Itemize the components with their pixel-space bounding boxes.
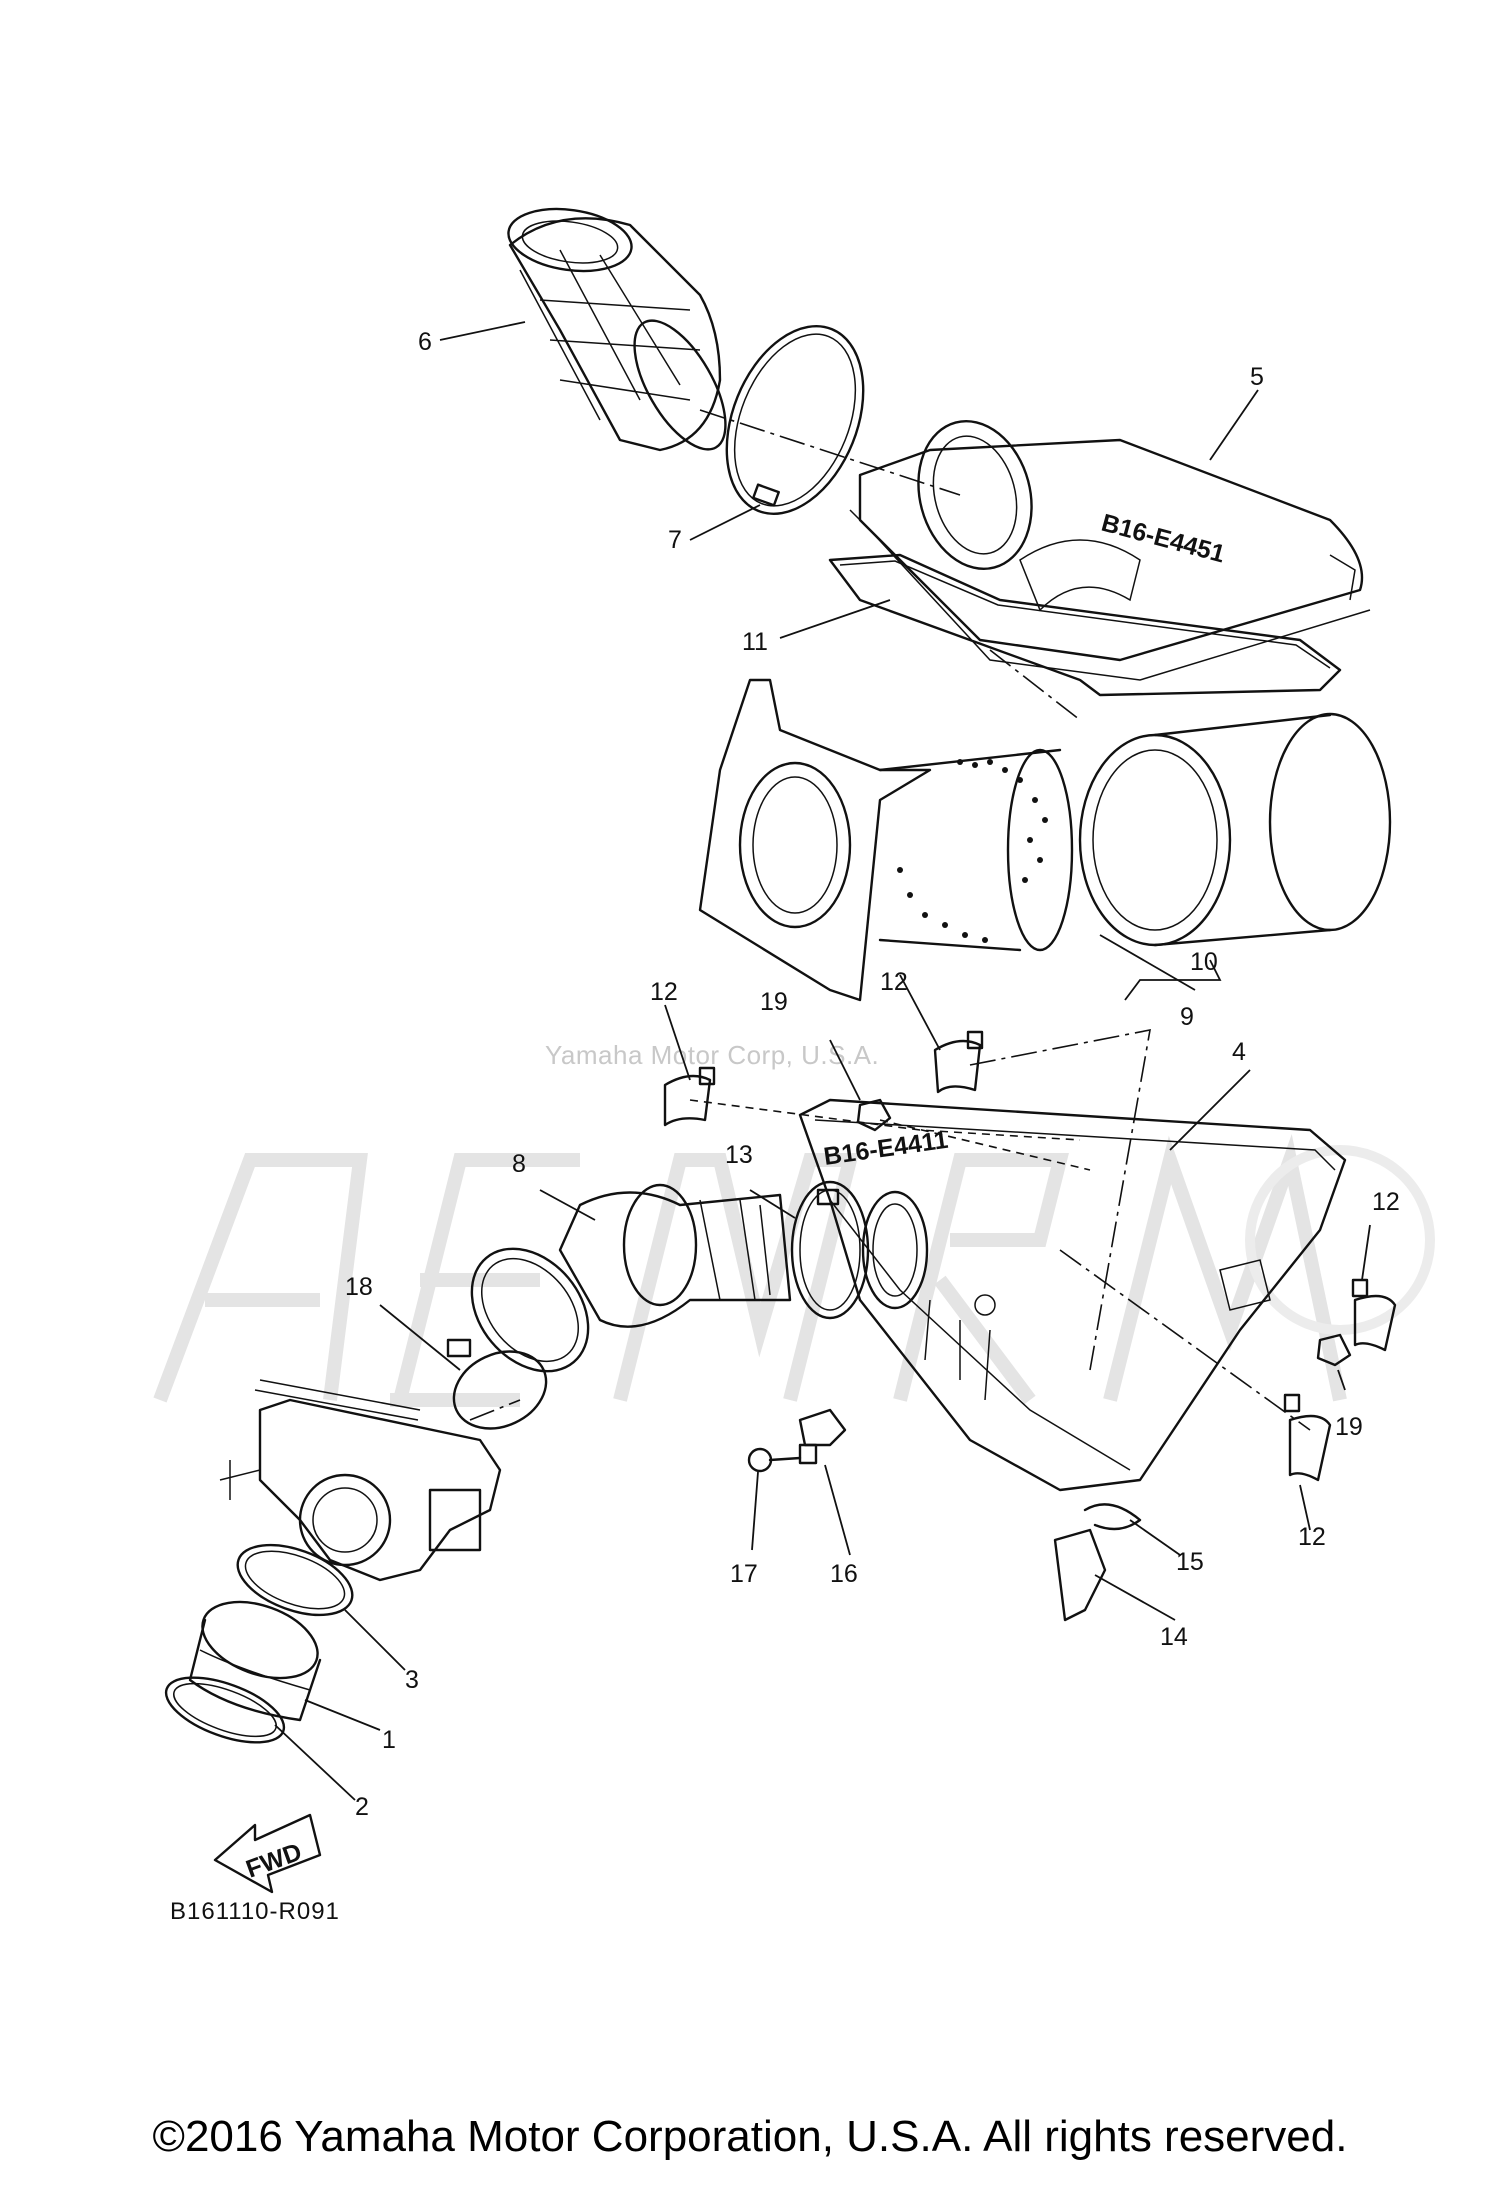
watermark-text: Yamaha Motor Corp, U.S.A. bbox=[545, 1040, 880, 1070]
callout-17: 17 bbox=[730, 1560, 758, 1588]
part-6-intake-duct bbox=[507, 207, 727, 452]
callout-7: 7 bbox=[668, 526, 682, 554]
diagram-code: B161110-R091 bbox=[170, 1898, 340, 1925]
assembly-lines bbox=[469, 409, 1311, 1431]
callout-19b: 19 bbox=[1335, 1413, 1363, 1441]
part-14-drain-tube bbox=[1053, 1528, 1107, 1622]
callout-numbers: 6 7 5 11 10 9 4 12 19 12 12 19 12 15 14 … bbox=[345, 328, 1400, 1821]
part-1-intake-joint bbox=[188, 1600, 322, 1722]
callout-12d: 12 bbox=[1298, 1523, 1326, 1551]
callout-5: 5 bbox=[1250, 363, 1264, 391]
callout-12a: 12 bbox=[650, 978, 678, 1006]
callout-10: 10 bbox=[1190, 948, 1218, 976]
part-18-clamp bbox=[446, 1338, 548, 1430]
part-10-filter-foam bbox=[1078, 712, 1392, 947]
part-12-clips bbox=[663, 1030, 1397, 1482]
part-19-bolts bbox=[856, 1098, 1352, 1367]
callout-18: 18 bbox=[345, 1273, 373, 1301]
callout-8: 8 bbox=[512, 1150, 526, 1178]
callout-6: 6 bbox=[418, 328, 432, 356]
cover-marking: B16-E4451 bbox=[1098, 509, 1228, 569]
copyright-notice: ©2016 Yamaha Motor Corporation, U.S.A. A… bbox=[152, 2112, 1348, 2161]
callout-3: 3 bbox=[405, 1666, 419, 1694]
part-5-air-box-cover bbox=[849, 419, 1371, 681]
callout-1: 1 bbox=[382, 1726, 396, 1754]
fwd-label: FWD bbox=[242, 1838, 305, 1884]
air-box-marking: B16-E4411 bbox=[822, 1126, 950, 1171]
part-2-clamp bbox=[164, 1676, 286, 1744]
callout-4: 4 bbox=[1232, 1038, 1246, 1066]
callout-15: 15 bbox=[1176, 1548, 1204, 1576]
callout-12c: 12 bbox=[1372, 1188, 1400, 1216]
part-16-fitting bbox=[798, 1408, 847, 1465]
callout-19a: 19 bbox=[760, 988, 788, 1016]
leader-lines bbox=[274, 321, 1371, 1801]
callout-12b: 12 bbox=[880, 968, 908, 996]
part-11-gasket bbox=[828, 553, 1342, 697]
throttle-body-assembly bbox=[219, 1379, 502, 1582]
part-7-clamp bbox=[725, 325, 865, 515]
callout-2: 2 bbox=[355, 1793, 369, 1821]
part-13-clamp bbox=[790, 1180, 870, 1320]
callout-16: 16 bbox=[830, 1560, 858, 1588]
part-17-screw bbox=[747, 1447, 802, 1473]
part-9-filter-element bbox=[698, 678, 1074, 1002]
part-15-clip bbox=[1083, 1503, 1142, 1531]
callout-13: 13 bbox=[725, 1141, 753, 1169]
callout-11: 11 bbox=[742, 628, 768, 656]
part-3-clamp bbox=[236, 1543, 354, 1617]
callout-9: 9 bbox=[1180, 1003, 1194, 1031]
fwd-arrow-icon: FWD bbox=[213, 1813, 322, 1894]
callout-14: 14 bbox=[1160, 1623, 1188, 1651]
part-8-joint-boot bbox=[470, 1183, 792, 1373]
